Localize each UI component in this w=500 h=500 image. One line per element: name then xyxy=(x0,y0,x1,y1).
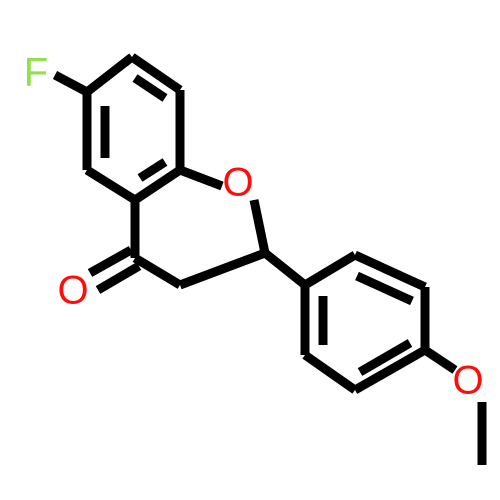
atom-label-methoxy-oxygen: O xyxy=(452,359,483,403)
bond-o1-c2 xyxy=(249,199,270,254)
bond-c4-o-keto-a xyxy=(87,246,134,277)
atom-labels: F O O O xyxy=(24,51,484,403)
bond-c2-c3 xyxy=(178,248,267,290)
bond-c2-c1p xyxy=(262,249,308,289)
bond-c4p-c5p xyxy=(352,346,428,394)
atom-label-fluorine: F xyxy=(24,51,48,95)
bond-c6-c7 xyxy=(84,53,135,96)
bond-c7-c8-inner xyxy=(132,74,168,102)
bond-c3-c4 xyxy=(132,254,183,289)
bond-c8a-c4a xyxy=(132,166,183,204)
bond-c4-o-keto-b xyxy=(95,262,142,294)
bond-c8a-c4a-inner xyxy=(137,158,168,182)
atom-label-carbonyl-oxygen: O xyxy=(57,269,88,313)
bond-c1p-c2p xyxy=(302,251,358,289)
bond-c8a-o1 xyxy=(178,165,224,191)
bond-c7-c8 xyxy=(129,53,183,94)
bond-c2p-c3p-inner xyxy=(355,271,414,306)
bond-c2p-c3p xyxy=(353,250,427,292)
bond-c4p-c5p-inner xyxy=(357,339,413,376)
bond-c4p-o-methoxy xyxy=(422,346,458,374)
bond-c6-f xyxy=(52,71,90,96)
bond-skeleton xyxy=(52,53,487,465)
bond-c5p-c6p xyxy=(302,351,358,394)
bond-c4a-c5 xyxy=(84,166,138,204)
atom-label-ring-oxygen: O xyxy=(222,161,253,205)
